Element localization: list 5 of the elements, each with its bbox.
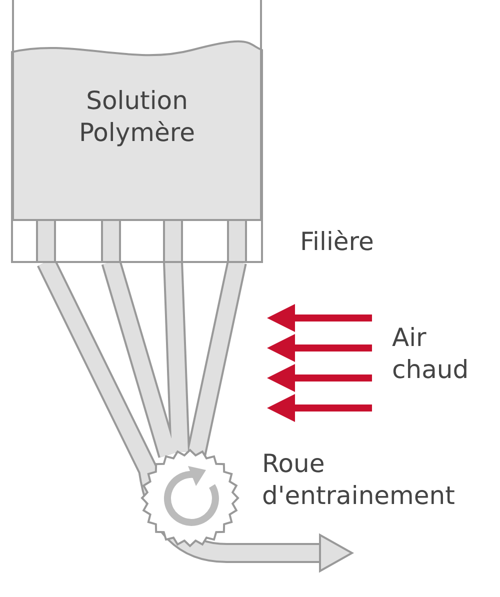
tank-label: Solution Polymère [78,85,196,149]
part-label: Filière [300,226,375,258]
tank [12,0,262,220]
air-label: Air chaud [392,322,470,386]
part-label: Roue d'entrainement [262,448,456,512]
